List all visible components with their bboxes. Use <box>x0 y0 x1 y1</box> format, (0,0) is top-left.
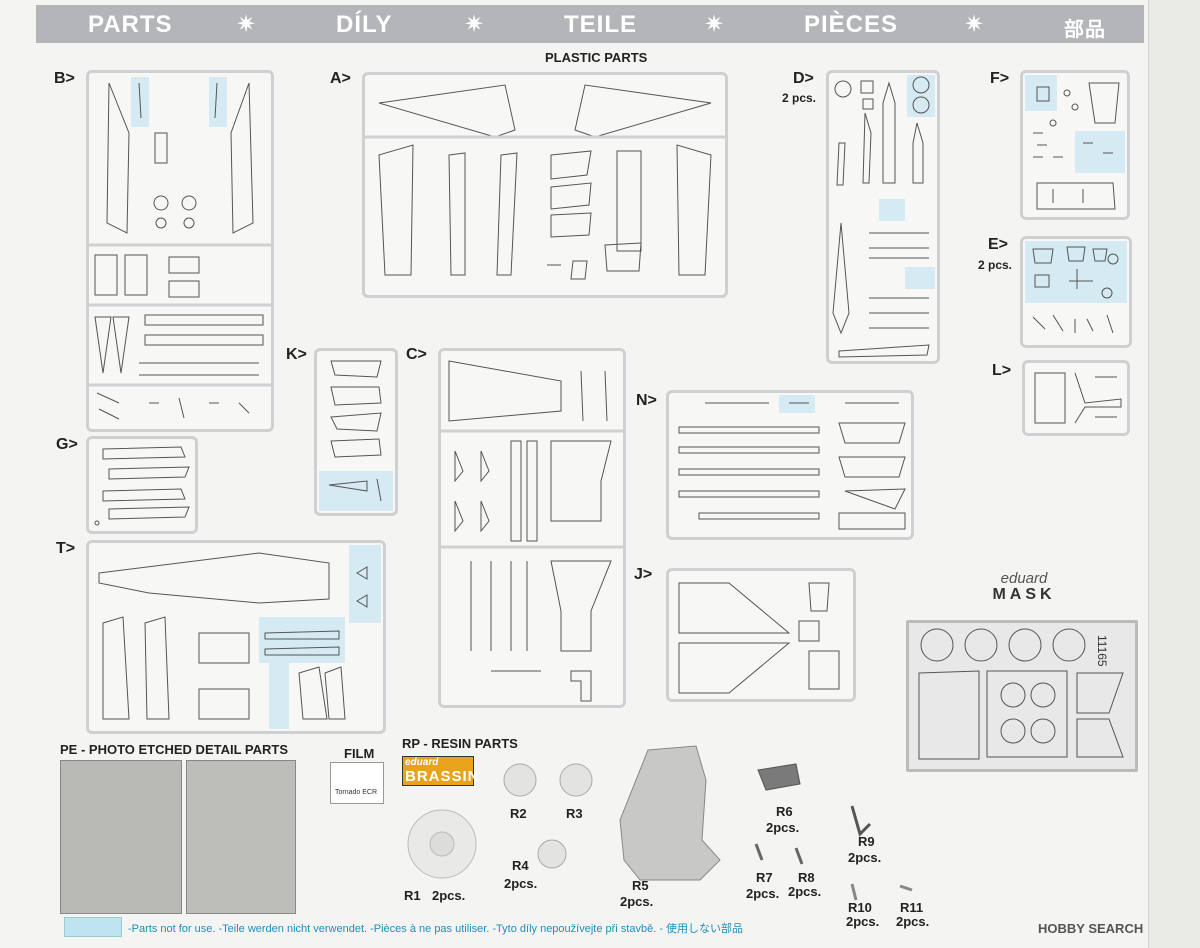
film-label: Tornado ECR <box>335 789 378 796</box>
sprue-t <box>86 540 386 734</box>
resin-r6-qty: 2pcs. <box>766 820 800 835</box>
film-sheet: Tornado ECR <box>330 762 384 804</box>
resin-r11-name: R11 <box>900 900 924 915</box>
pe-title: PE - PHOTO ETCHED DETAIL PARTS <box>60 742 289 757</box>
plastic-parts-title: PLASTIC PARTS <box>545 50 648 65</box>
sprue-k <box>314 348 398 516</box>
sprue-b <box>86 70 274 432</box>
resin-r8-qty: 2pcs. <box>788 884 822 899</box>
sprue-l-label: L> <box>992 362 1012 379</box>
sprue-k-drawing <box>319 360 393 511</box>
rp-title: RP - RESIN PARTS <box>402 736 518 751</box>
resin-r5-name: R5 <box>632 878 649 893</box>
sprue-t-label: T> <box>56 540 76 557</box>
resin-r7-name: R7 <box>756 870 773 885</box>
resin-r4-qty: 2pcs. <box>504 876 538 891</box>
pe-fret-2 <box>186 760 296 914</box>
header-star: ✷ <box>964 11 985 38</box>
sprue-a-label: A> <box>330 70 351 87</box>
legend-text: -Parts not for use. -Teile werden nicht … <box>128 923 744 935</box>
mask-brand: eduard <box>1000 570 1048 587</box>
sprue-d-drawing <box>832 75 935 358</box>
resin-r7-qty: 2pcs. <box>746 886 780 901</box>
resin-r1-name: R1 <box>404 888 421 903</box>
sprue-n-label: N> <box>636 392 657 409</box>
sprue-l-drawing <box>1034 372 1122 424</box>
sprue-k-label: K> <box>286 346 307 363</box>
sprue-g-drawing <box>94 446 190 526</box>
legend: -Parts not for use. -Teile werden nicht … <box>38 916 1144 940</box>
sprue-j-label: J> <box>634 566 653 583</box>
header-dily: DÍLY <box>336 11 393 38</box>
watermark: HOBBY SEARCH <box>1038 921 1144 936</box>
header-bar: PARTS ✷ DÍLY ✷ TEILE ✷ PIÈCES ✷ 部品 <box>36 5 1144 43</box>
mask-drawing <box>918 628 1124 760</box>
sprue-e-qty: 2 pcs. <box>978 258 1013 272</box>
resin-r10-name: R10 <box>848 900 872 915</box>
resin-drawings <box>407 745 913 901</box>
sprue-c-label: C> <box>406 346 427 363</box>
sprue-b-drawing <box>89 77 271 420</box>
legend-swatch <box>64 917 122 937</box>
page-binding-edge <box>1148 0 1200 948</box>
sprue-c-drawing <box>441 360 623 702</box>
sprue-e-drawing <box>1025 241 1127 334</box>
sprue-c <box>438 348 626 708</box>
sprue-d-qty: 2 pcs. <box>782 91 817 105</box>
brassin-logo-top: eduard <box>405 757 439 768</box>
brassin-logo: eduard BRASSIN <box>402 756 479 786</box>
resin-r2-name: R2 <box>510 806 527 821</box>
resin-r3-name: R3 <box>566 806 583 821</box>
mask-code: 11165 <box>1095 635 1109 667</box>
resin-r10-qty: 2pcs. <box>846 914 880 929</box>
film-title: FILM <box>344 746 375 761</box>
sprue-t-drawing <box>98 545 381 729</box>
header-parts: PARTS <box>88 11 173 38</box>
sprue-g-label: G> <box>56 436 78 453</box>
resin-r11-qty: 2pcs. <box>896 914 930 929</box>
resin-r5-qty: 2pcs. <box>620 894 654 909</box>
header-star: ✷ <box>464 11 485 38</box>
resin-r9-name: R9 <box>858 834 875 849</box>
sprue-j-drawing <box>678 582 840 694</box>
resin-r4-name: R4 <box>512 858 529 873</box>
header-star: ✷ <box>236 11 257 38</box>
mask-label: MASK <box>992 586 1056 603</box>
resin-r1-qty: 2pcs. <box>432 888 466 903</box>
sprue-e-label: E> <box>988 236 1009 253</box>
sprue-l <box>1022 360 1130 436</box>
mask-sheet: 11165 <box>906 620 1138 772</box>
sprue-a-drawing <box>365 84 725 280</box>
sprue-b-label: B> <box>54 70 75 87</box>
sprue-d-label: D> <box>793 70 814 87</box>
header-star: ✷ <box>704 11 725 38</box>
sprue-a <box>362 72 728 298</box>
sprue-n-drawing <box>678 395 906 530</box>
sprue-f-label: F> <box>990 70 1010 87</box>
resin-r6-name: R6 <box>776 804 793 819</box>
header-teile: TEILE <box>564 11 638 38</box>
pe-fret-1 <box>60 760 182 914</box>
sprue-j <box>666 568 856 702</box>
sprue-e <box>1020 236 1132 348</box>
resin-r8-name: R8 <box>798 870 815 885</box>
brassin-logo-bottom: BRASSIN <box>405 768 480 785</box>
header-pieces: PIÈCES <box>804 11 899 38</box>
resin-r9-qty: 2pcs. <box>848 850 882 865</box>
sprue-f-drawing <box>1025 75 1125 210</box>
header-buhin: 部品 <box>1064 19 1106 41</box>
sprue-g <box>86 436 198 534</box>
sprue-f <box>1020 70 1130 220</box>
sprue-n <box>666 390 914 540</box>
sprue-d <box>826 70 940 364</box>
